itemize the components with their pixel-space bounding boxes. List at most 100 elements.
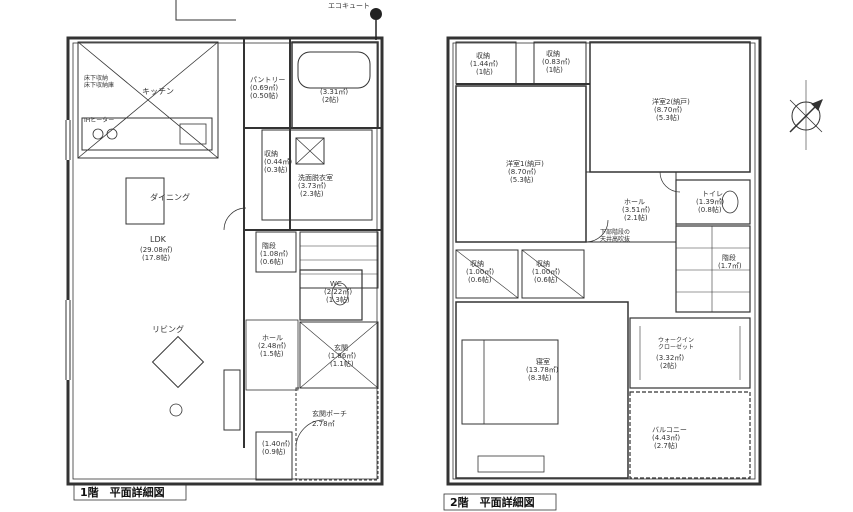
f2-storage-c bbox=[455, 249, 519, 299]
floor1-outer-wall bbox=[66, 36, 384, 486]
wc-room bbox=[299, 269, 363, 321]
f2-hall-tatami: (2.1帖) bbox=[624, 213, 648, 222]
porch-label: 玄関ポーチ bbox=[312, 409, 347, 418]
hall-tatami: (1.5帖) bbox=[260, 349, 284, 358]
closet-name: ウォークインクローゼット bbox=[658, 336, 694, 351]
walk-in-closet bbox=[629, 317, 751, 389]
f2-toilet bbox=[675, 179, 751, 225]
ldk-name: LDK bbox=[150, 235, 167, 244]
dining-label: ダイニング bbox=[150, 192, 190, 202]
bedroom1 bbox=[455, 85, 587, 243]
ceiling-note: 下部階段の天井高吹抜 bbox=[600, 228, 630, 243]
f2-storage-d-area: (1.00㎡) bbox=[532, 268, 560, 276]
f2-stairs-name: 階段 bbox=[722, 253, 736, 262]
porch-area: 2.78㎡ bbox=[312, 420, 335, 428]
stair-storage-tatami: (0.6帖) bbox=[260, 257, 284, 266]
bed2-area: (8.70㎡) bbox=[654, 106, 682, 114]
bed1-area: (8.70㎡) bbox=[508, 168, 536, 176]
wc-name: WC bbox=[330, 280, 342, 288]
dining-table bbox=[125, 177, 165, 225]
living-rug bbox=[151, 335, 205, 389]
floor2-title: 2階 平面詳細図 bbox=[450, 495, 535, 509]
f2-storage-a-tatami: (1帖) bbox=[476, 67, 493, 76]
f2-toilet-area: (1.39㎡) bbox=[696, 198, 724, 206]
pantry-tatami: (0.50帖) bbox=[250, 91, 278, 100]
washroom bbox=[261, 129, 373, 221]
bathroom bbox=[291, 41, 379, 129]
closet-area: (3.32㎡) bbox=[656, 354, 684, 362]
f2-storage-c-name: 収納 bbox=[470, 259, 484, 268]
floor2-plan bbox=[446, 36, 762, 486]
bed1-tatami: (5.3帖) bbox=[510, 175, 534, 184]
porch-area bbox=[295, 387, 379, 481]
bed1-name: 洋室1(納戸) bbox=[506, 159, 544, 168]
floor1-plan bbox=[65, 0, 384, 486]
master-name: 寝室 bbox=[536, 357, 550, 366]
f2-stairs bbox=[675, 225, 751, 313]
f2-storage-a-name: 収納 bbox=[476, 51, 490, 60]
f2-storage-d-tatami: (0.6帖) bbox=[534, 275, 558, 284]
master-tatami: (8.3帖) bbox=[528, 373, 552, 382]
bed2-tatami: (5.3帖) bbox=[656, 113, 680, 122]
f1-storage-area: (0.44㎡) bbox=[264, 158, 292, 166]
wc-area: (2.22㎡) bbox=[324, 288, 352, 296]
f2-toilet-tatami: (0.8帖) bbox=[698, 205, 722, 214]
bath-area: (3.31㎡) bbox=[320, 88, 348, 96]
f2-storage-c-area: (1.00㎡) bbox=[466, 268, 494, 276]
f2-storage-d bbox=[521, 249, 585, 299]
shoes-tatami: (0.9帖) bbox=[262, 447, 286, 456]
closet-tatami: (2帖) bbox=[660, 361, 677, 370]
wc-tatami: (1.3帖) bbox=[326, 295, 350, 304]
stair-storage-area: (1.08㎡) bbox=[260, 250, 288, 258]
living-label: リビング bbox=[152, 324, 184, 334]
pantry-area: (0.69㎡) bbox=[250, 84, 278, 92]
washroom-tatami: (2.3帖) bbox=[300, 189, 324, 198]
bed2-name: 洋室2(納戸) bbox=[652, 97, 690, 106]
f2-hall-name: ホール bbox=[624, 198, 645, 206]
balcony bbox=[629, 391, 751, 479]
stair-storage-name: 階段 bbox=[262, 241, 276, 250]
f1-storage-name: 収納 bbox=[264, 149, 278, 158]
washroom-name: 洗面脱衣室 bbox=[298, 173, 333, 182]
f2-hall-area: (3.51㎡) bbox=[622, 206, 650, 214]
ldk-area: (29.08㎡) bbox=[140, 246, 173, 254]
floor2-outer-wall bbox=[446, 36, 762, 486]
kitchen-storage-label: 床下収納床下収納庫 bbox=[84, 74, 114, 89]
floor1-title: 1階 平面詳細図 bbox=[80, 485, 165, 499]
f2-storage-a-area: (1.44㎡) bbox=[470, 60, 498, 68]
f2-storage-b-area: (0.83㎡) bbox=[542, 58, 570, 66]
ldk-tatami: (17.8帖) bbox=[142, 253, 170, 262]
f2-stairs-area: (1.7㎡) bbox=[718, 262, 742, 270]
stove-burner bbox=[92, 128, 104, 140]
balcony-name: バルコニー bbox=[652, 426, 687, 434]
f2-storage-b-tatami: (1帖) bbox=[546, 65, 563, 74]
entrance-name: 玄関 bbox=[334, 343, 348, 352]
bath-tatami: (2帖) bbox=[322, 95, 339, 104]
kitchen-sink bbox=[179, 123, 207, 145]
balcony-area: (4.43㎡) bbox=[652, 434, 680, 442]
entrance-area: (1.86㎡) bbox=[328, 352, 356, 360]
pantry-name: パントリー bbox=[250, 76, 285, 84]
f1-storage-tatami: (0.3帖) bbox=[264, 165, 288, 174]
hall-name: ホール bbox=[262, 334, 283, 342]
kitchen-label: キッチン bbox=[142, 87, 174, 96]
hall-area bbox=[245, 319, 299, 391]
balcony-tatami: (2.7帖) bbox=[654, 441, 678, 450]
hall-area: (2.48㎡) bbox=[258, 342, 286, 350]
ih-label: IHヒーター bbox=[84, 116, 114, 124]
kitchen-area bbox=[77, 41, 219, 159]
kitchen-counter bbox=[81, 117, 213, 151]
tv-board bbox=[223, 369, 241, 431]
f2-storage-d-name: 収納 bbox=[536, 259, 550, 268]
ecocute-label: エコキュート bbox=[328, 2, 370, 10]
entrance-area bbox=[299, 321, 379, 389]
ecocute-unit-icon bbox=[370, 8, 382, 20]
bathtub bbox=[297, 51, 371, 89]
f2-toilet-name: トイレ bbox=[702, 190, 723, 198]
f2-storage-b-name: 収納 bbox=[546, 49, 560, 58]
shoe-storage bbox=[255, 431, 293, 481]
master-area: (13.78㎡) bbox=[526, 366, 559, 374]
master-bedroom bbox=[455, 301, 629, 479]
bed bbox=[461, 339, 559, 425]
